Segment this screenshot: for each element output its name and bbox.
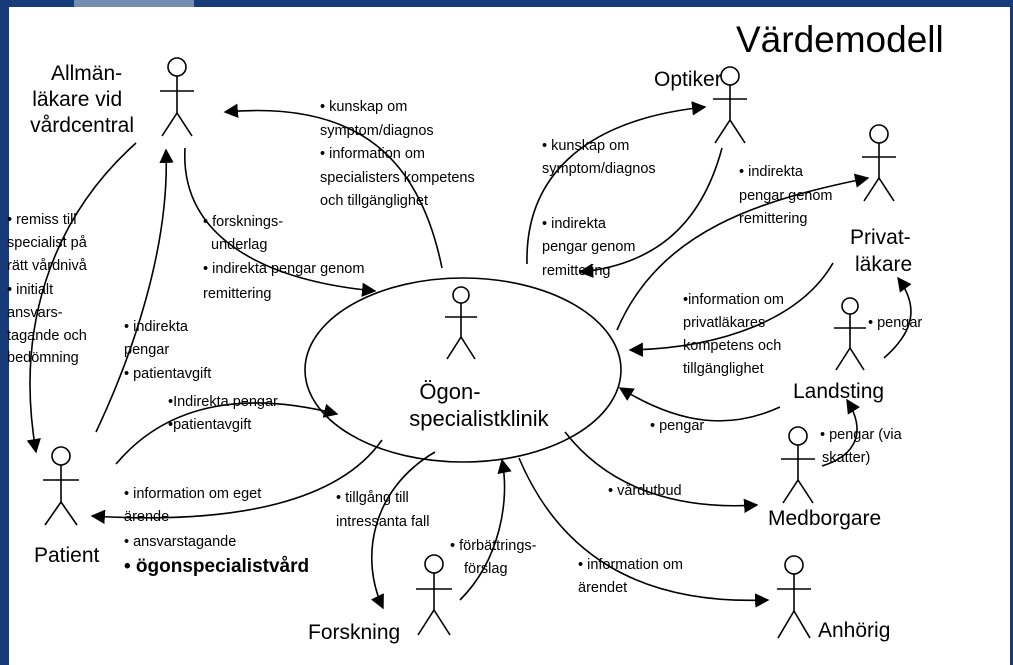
optiker-actor-icon: [713, 66, 747, 144]
optiker-label: Optiker: [654, 68, 722, 91]
arrow-center-to-patient: [90, 439, 383, 524]
flow-label-center-to-privat: • indirekta pengar genom remittering: [739, 164, 837, 227]
flow-label-allman-to-center: • kunskap om symptom/diagnos • informati…: [320, 99, 479, 209]
flow-label-medborgare-to-landsting: • pengar (via skatter): [820, 427, 906, 466]
flow-label-landsting-to-privat: • pengar: [868, 315, 922, 331]
center-label-line2: specialistklinik: [409, 406, 549, 431]
forskning-label: Forskning: [308, 621, 400, 644]
arrow-privat-to-center: [628, 262, 834, 357]
arrow-center-to-anhorig: [518, 457, 770, 608]
slide-frame-top: [0, 0, 1013, 7]
allman-actor-icon: [160, 57, 194, 137]
landsting-actor-icon: [834, 297, 866, 371]
privat-actor-icon: [862, 124, 896, 202]
flow-label-landsting-to-center: • pengar: [650, 418, 704, 434]
arrow-landsting-to-privat: [883, 276, 912, 359]
flow-label-patient-to-allman: • indirekta pengar • patientavgift: [124, 319, 211, 382]
arrow-patient-to-allman: [95, 148, 174, 433]
arrow-allman-to-patient: [26, 142, 137, 454]
forskning-actor-icon: [416, 554, 452, 636]
flow-label-center-to-medborgare: • vårdutbud: [608, 483, 682, 499]
arrow-allman-to-center: [184, 147, 377, 297]
anhorig-actor-icon: [777, 555, 811, 639]
flow-label-center-to-anhorig: • information om ärendet: [578, 557, 687, 596]
patient-label: Patient: [34, 544, 100, 567]
anhorig-label: Anhörig: [818, 619, 890, 642]
diagram-title: Värdemodell: [736, 19, 944, 60]
arrow-center-to-optiker: [526, 101, 707, 265]
arrow-center-to-allman: [223, 103, 443, 269]
flow-label-optiker-to-center: • kunskap om symptom/diagnos: [542, 138, 656, 177]
flow-label-center-to-forskning: • tillgång till intressanta fall: [336, 490, 430, 530]
arrow-forskning-to-center: [459, 458, 512, 601]
slide-header-decoration: [74, 0, 194, 7]
flow-label-patient-to-center: •Indirekta pengar •patientavgift: [168, 394, 282, 433]
allman-label: Allmän- läkare vid vårdcentral: [30, 62, 134, 137]
arrow-optiker-to-center: [578, 147, 723, 278]
privat-label: Privat- läkare: [850, 226, 917, 276]
flow-label-ogonspecialistvard: • ögonspecialistvård: [124, 556, 309, 577]
flow-label-center-to-optiker: • indirekta pengar genom remittering: [542, 216, 640, 279]
arrow-center-to-medborgare: [564, 431, 759, 514]
arrow-medborgare-to-landsting: [821, 398, 861, 467]
medborgare-actor-icon: [781, 426, 815, 504]
center-node-ellipse: [304, 277, 622, 463]
medborgare-label: Medborgare: [768, 507, 881, 530]
arrow-landsting-to-center: [618, 387, 781, 422]
patient-actor-icon: [43, 446, 79, 526]
landsting-label: Landsting: [793, 380, 884, 403]
slide-frame-right: [1010, 0, 1013, 665]
center-actor-icon: [445, 286, 477, 360]
center-label-line1: Ögon-: [419, 379, 480, 404]
arrow-center-to-privat: [616, 173, 870, 331]
arrow-center-to-forskning: [370, 451, 436, 610]
arrow-patient-to-center: [115, 402, 339, 465]
flow-label-allman-to-patient: • remiss till specialist på rätt vårdniv…: [7, 212, 91, 366]
flow-label-privat-to-center: •information om privatläkares kompetens …: [683, 292, 788, 377]
slide-frame-left: [0, 0, 9, 665]
flow-label-forskning-to-center: • förbättrings- förslag: [450, 538, 541, 577]
flow-label-center-to-patient: • information om eget ärende • ansvarsta…: [124, 486, 265, 550]
flow-label-center-to-allman: • forsknings- underlag • indirekta penga…: [203, 214, 369, 302]
